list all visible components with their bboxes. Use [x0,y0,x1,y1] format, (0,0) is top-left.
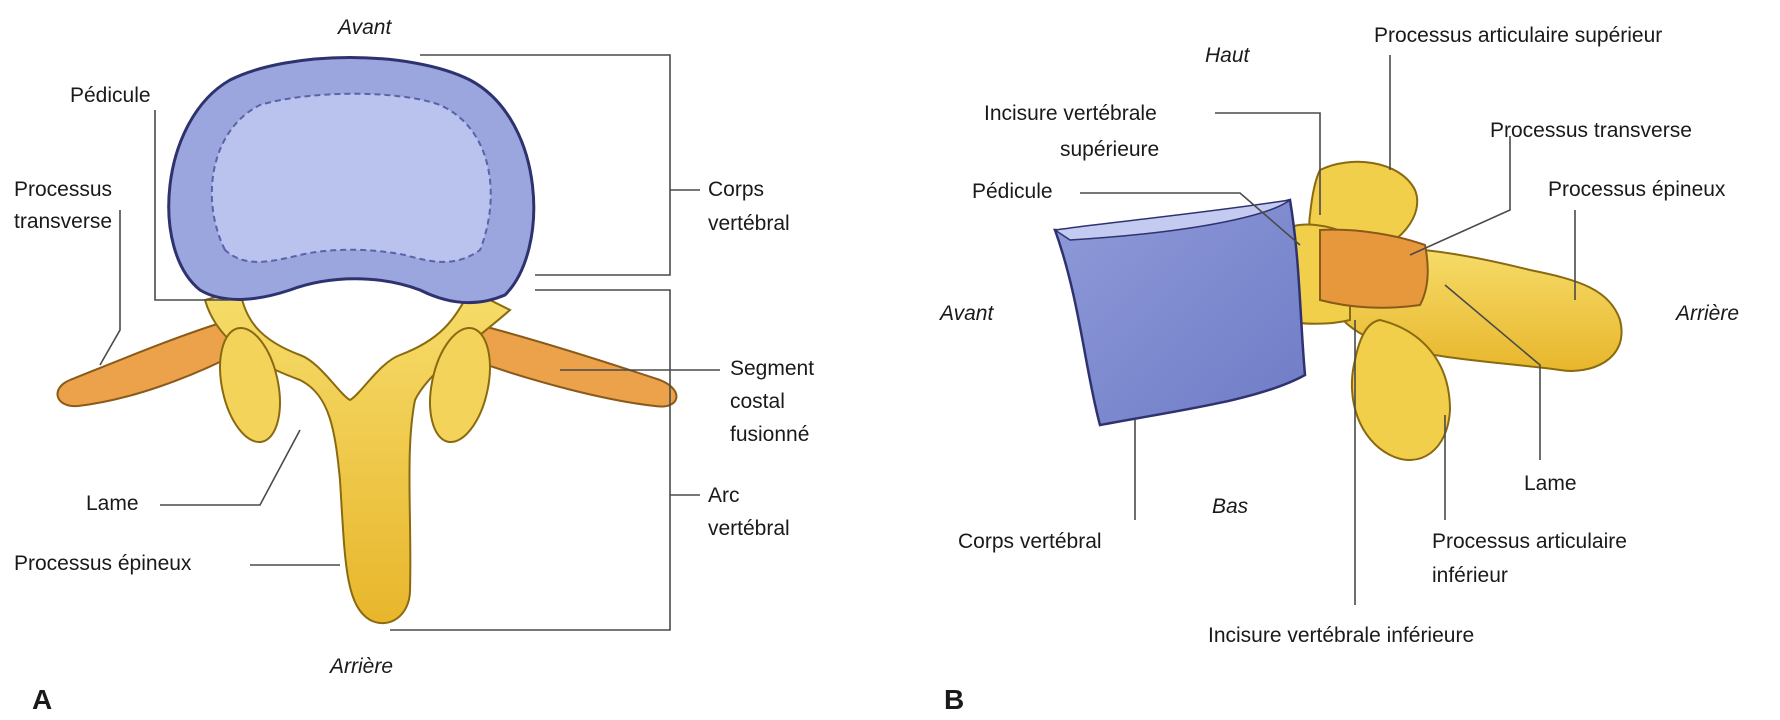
a-label-corps-1: Corps [708,176,764,204]
a-label-arc-1: Arc [708,482,740,510]
b-label-epineux: Processus épineux [1548,176,1725,204]
leader-a-lame [160,430,300,505]
a-label-transverse-1: Processus [14,176,112,204]
b-orient-bas: Bas [1212,493,1248,521]
a-label-arc-2: vertébral [708,515,790,543]
b-label-art-inf-2: inférieur [1432,562,1508,590]
b-orient-haut: Haut [1205,42,1249,70]
b-label-art-inf-1: Processus articulaire [1432,528,1627,556]
a-orient-top: Avant [338,14,391,42]
b-label-lame: Lame [1524,470,1577,498]
b-transverse-process [1320,230,1428,308]
b-label-art-sup: Processus articulaire supérieur [1374,22,1662,50]
b-label-transverse: Processus transverse [1490,117,1692,145]
a-label-segment-2: costal [730,388,785,416]
b-label-incisure-inf: Incisure vertébrale inférieure [1208,622,1474,650]
b-label-pedicule: Pédicule [972,178,1053,206]
a-orient-bottom: Arrière [330,653,393,681]
panel-a-drawing [58,58,677,624]
panel-b-letter: B [944,684,964,716]
a-label-pedicule: Pédicule [70,82,151,110]
panel-a-letter: A [32,684,52,716]
a-label-lame: Lame [86,490,139,518]
a-vertebral-body-inner [212,94,491,262]
a-label-corps-2: vertébral [708,210,790,238]
b-label-incisure-sup-2: supérieure [1060,136,1159,164]
b-orient-avant: Avant [940,300,993,328]
leader-b-incisure-sup [1215,113,1320,215]
panel-b-drawing [1055,162,1622,460]
a-label-segment-3: fusionné [730,421,809,449]
leader-b-transverse [1410,136,1510,255]
a-label-transverse-2: transverse [14,208,112,236]
a-label-segment-1: Segment [730,355,814,383]
b-orient-arriere: Arrière [1676,300,1739,328]
a-label-epineux: Processus épineux [14,550,191,578]
b-label-incisure-sup-1: Incisure vertébrale [984,100,1157,128]
b-label-corps: Corps vertébral [958,528,1102,556]
a-transverse-process-left [58,320,240,406]
